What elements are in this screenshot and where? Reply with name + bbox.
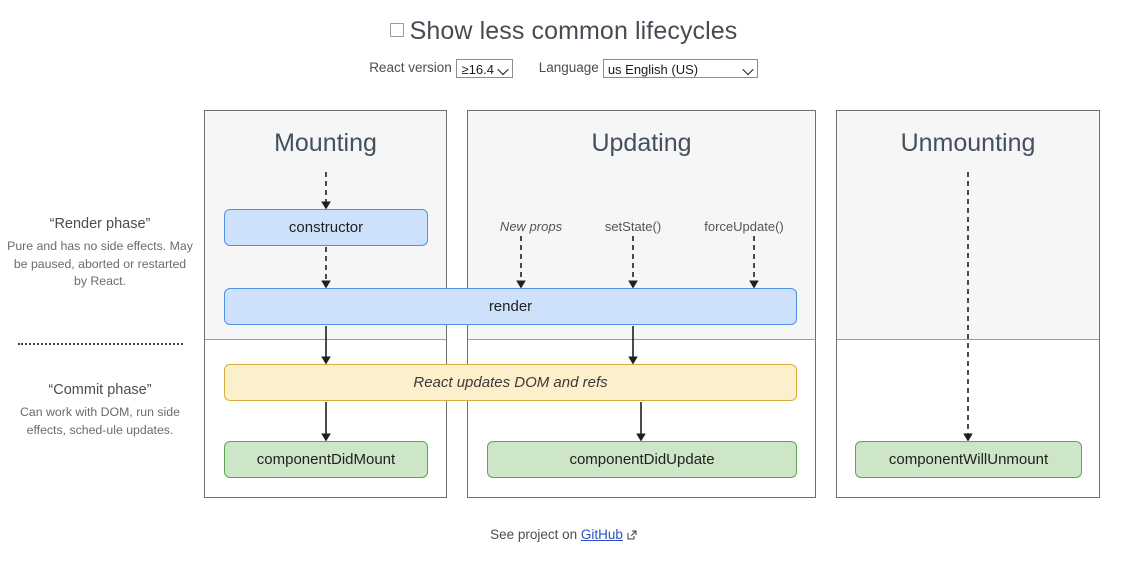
trigger-set-state: setState() — [604, 219, 662, 234]
render-phase-annotation: “Render phase” Pure and has no side effe… — [6, 216, 194, 291]
column-title-updating: Updating — [591, 129, 692, 157]
footer-text: See project on — [490, 527, 578, 542]
node-component-will-unmount[interactable]: componentWillUnmount — [855, 441, 1082, 478]
page-title: Show less common lifecycles — [0, 16, 1127, 46]
column-title-unmounting: Unmounting — [900, 129, 1036, 157]
react-version-select[interactable]: ≥16.4 — [455, 59, 513, 78]
commit-phase-title: “Commit phase” — [48, 382, 152, 398]
phase-divider — [18, 343, 183, 345]
show-less-common-lifecycles-checkbox[interactable] — [389, 23, 404, 38]
commit-phase-annotation: “Commit phase” Can work with DOM, run si… — [6, 382, 194, 439]
language-select[interactable]: us English (US) — [602, 59, 758, 78]
render-phase-title: “Render phase” — [49, 216, 151, 232]
language-label: Language — [538, 60, 599, 76]
footer: See project on GitHub — [0, 527, 1127, 542]
show-less-common-lifecycles-label[interactable]: Show less common lifecycles — [409, 16, 738, 45]
column-unmounting: Unmounting — [836, 110, 1100, 498]
external-link-icon — [627, 530, 637, 540]
commit-phase-description: Can work with DOM, run side effects, sch… — [20, 405, 180, 437]
render-phase-description: Pure and has no side effects. May be pau… — [7, 239, 193, 288]
node-constructor[interactable]: constructor — [224, 209, 428, 246]
trigger-force-update: forceUpdate() — [704, 219, 784, 234]
column-title-mounting: Mounting — [274, 129, 377, 157]
node-component-did-update[interactable]: componentDidUpdate — [487, 441, 797, 478]
node-component-did-mount[interactable]: componentDidMount — [224, 441, 428, 478]
github-link[interactable]: GitHub — [580, 527, 623, 542]
node-render[interactable]: render — [224, 288, 797, 325]
react-version-label: React version — [369, 60, 452, 76]
node-react-updates-dom-and-refs: React updates DOM and refs — [224, 364, 797, 401]
trigger-new-props: New props — [499, 219, 563, 234]
